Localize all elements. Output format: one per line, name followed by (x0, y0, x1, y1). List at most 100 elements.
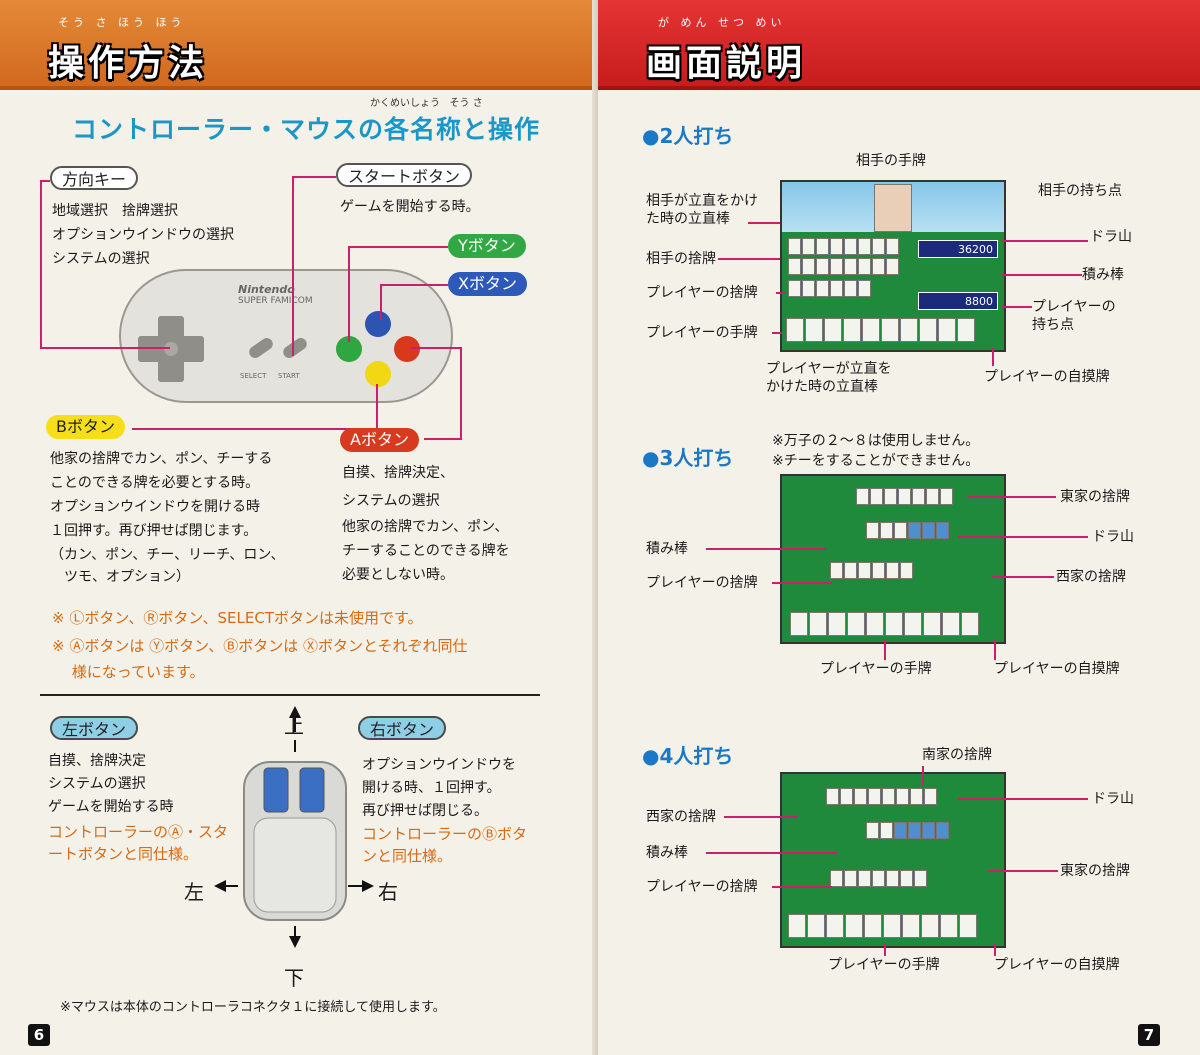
section-title-ruby: かくめいしょう そう さ (370, 98, 483, 109)
label-player-points: プレイヤーの 持ち点 (1032, 299, 1116, 333)
label-honba-2p: 積み棒 (1082, 267, 1124, 283)
leader-player-tsumo-4p (994, 944, 996, 956)
leader-dirkey-horiz (40, 347, 170, 349)
leader-east-discard-4p (988, 870, 1058, 872)
four-player-title: ●4人打ち (642, 744, 734, 768)
direction-key-label: 方向キー (50, 166, 139, 190)
mouse-right-note-1: コントローラーのⒷボタ (362, 825, 528, 843)
label-east-discard-3p: 東家の捨牌 (1060, 489, 1130, 505)
leader-opp-riichi (748, 222, 780, 224)
three-player-player-discard (830, 562, 913, 579)
leader-x-horiz (380, 284, 448, 286)
section-divider (40, 694, 540, 696)
leader-y-vert (348, 246, 350, 342)
mouse-left-desc-3: ゲームを開始する時 (48, 799, 174, 815)
leader-honba-2p (1002, 274, 1082, 276)
label-player-tsumo-3p: プレイヤーの自摸牌 (994, 661, 1120, 677)
mouse-left-desc-2: システムの選択 (48, 776, 146, 792)
label-player-discard-3p: プレイヤーの捨牌 (646, 575, 758, 591)
three-player-screen (780, 474, 1006, 644)
leader-player-discard-2p (776, 292, 786, 294)
two-player-player-discard (788, 280, 871, 297)
leader-player-hand-4p (884, 944, 886, 956)
two-player-opp-discard-2 (788, 258, 899, 275)
left-header-ruby: そう さ ほう ほう (58, 16, 186, 29)
start-button-desc: ゲームを開始する時。 (340, 199, 480, 215)
leader-player-discard-4p (772, 886, 832, 888)
player-score-box: 8800 (918, 292, 998, 310)
label-opp-points: 相手の持ち点 (1038, 183, 1122, 199)
direction-down-label: 下 (284, 966, 304, 990)
three-player-title: ●3人打ち (642, 446, 734, 470)
note-same-spec-1: ※ Ⓐボタンは Ⓨボタン、Ⓑボタンは Ⓧボタンとそれぞれ同仕 (52, 637, 468, 655)
leader-player-tsumo-3p (994, 640, 996, 660)
label-honba-4p: 積み棒 (646, 845, 688, 861)
two-player-opp-discard-1 (788, 238, 899, 255)
leader-y-horiz (348, 246, 448, 248)
label-south-discard-4p: 南家の捨牌 (922, 747, 992, 763)
three-player-east-discard (856, 488, 953, 505)
label-opp-hand: 相手の手牌 (856, 153, 926, 169)
mouse-left-note-2: ートボタンと同仕様。 (48, 845, 199, 863)
b-button-desc-2: ことのできる牌を必要とする時。 (50, 475, 260, 491)
a-button-desc-2: システムの選択 (342, 493, 440, 509)
label-player-hand-2p: プレイヤーの手牌 (646, 325, 758, 341)
leader-player-discard-3p (772, 582, 832, 584)
y-button-label: Yボタン (448, 234, 526, 258)
leader-honba-4p (706, 852, 838, 854)
label-west-discard-4p: 西家の捨牌 (646, 809, 716, 825)
section-title: コントローラー・マウスの各名称と操作 (72, 115, 541, 144)
b-button-desc-5: （カン、ポン、チー、リーチ、ロン、 (50, 547, 285, 563)
controller-brand-nintendo: Nintendo (238, 283, 295, 296)
leader-a-bottom (424, 438, 462, 440)
leader-dora-3p (958, 536, 1088, 538)
leader-south-discard-4p (922, 766, 924, 786)
four-player-player-hand (788, 914, 977, 938)
mouse-right-desc-1: オプションウインドウを (362, 757, 516, 773)
b-button-desc-6: ツモ、オプション） (50, 569, 190, 585)
leader-start-vert (292, 176, 294, 356)
a-button-label: Aボタン (340, 428, 419, 452)
direction-key-desc-1: 地域選択 捨牌選択 (52, 203, 178, 219)
leader-b-horiz (132, 428, 378, 430)
left-page: そう さ ほう ほう 操作方法 かくめいしょう そう さ コントローラー・マウス… (0, 0, 598, 1055)
page-number-7: 7 (1138, 1024, 1160, 1046)
direction-left-label: 左 (184, 880, 204, 904)
leader-b-vert (376, 384, 378, 428)
right-page: が めん せつ めい 画面説明 ●2人打ち 36200 8800 相手の手牌 相… (598, 0, 1200, 1055)
label-opp-discard: 相手の捨牌 (646, 251, 716, 267)
leader-start-top (292, 176, 336, 178)
leader-opp-discard (718, 258, 780, 260)
a-button-desc-1: 自摸、捨牌決定、 (342, 465, 454, 481)
four-player-dora-wall (866, 822, 949, 839)
leader-dora-2p (1002, 240, 1088, 242)
a-button-desc-3: 他家の捨牌でカン、ポン、 (342, 519, 509, 535)
leader-west-discard-3p (992, 576, 1054, 578)
right-header-ruby: が めん せつ めい (658, 16, 786, 29)
label-opp-riichi: 相手が立直をかけ た時の立直棒 (646, 193, 758, 227)
b-button-desc-4: １回押す。再び押せば閉じます。 (50, 523, 258, 539)
label-player-hand-4p: プレイヤーの手牌 (828, 957, 940, 973)
mouse-right-button-label: 右ボタン (358, 716, 447, 740)
mouse-right-desc-3: 再び押せば閉じる。 (362, 803, 488, 819)
four-player-south-discard (826, 788, 937, 805)
leader-dirkey-top (40, 180, 50, 182)
controller-illustration (119, 269, 453, 403)
four-player-player-discard (830, 870, 927, 887)
label-player-tsumo-4p: プレイヤーの自摸牌 (994, 957, 1120, 973)
two-player-screen: 36200 8800 (780, 180, 1006, 352)
three-player-note-1: ※万子の２〜８は使用しません。 (772, 433, 980, 449)
page-number-6: 6 (28, 1024, 50, 1046)
controller-brand-sfc: SUPER FAMICOM (238, 296, 313, 306)
mouse-left-button-label: 左ボタン (50, 716, 139, 740)
leader-player-points (1002, 306, 1032, 308)
mouse-right-note-2: ンと同仕様。 (362, 847, 453, 865)
label-player-riichi: プレイヤーが立直を かけた時の立直棒 (766, 361, 892, 395)
two-player-title: ●2人打ち (642, 124, 734, 148)
leader-east-discard-3p (968, 496, 1056, 498)
x-button-label: Xボタン (448, 272, 527, 296)
leader-a-horiz (410, 347, 462, 349)
two-player-player-hand (786, 318, 975, 342)
leader-x-vert (380, 284, 382, 320)
note-unused-buttons: ※ Ⓛボタン、Ⓡボタン、SELECTボタンは未使用です。 (52, 609, 423, 627)
